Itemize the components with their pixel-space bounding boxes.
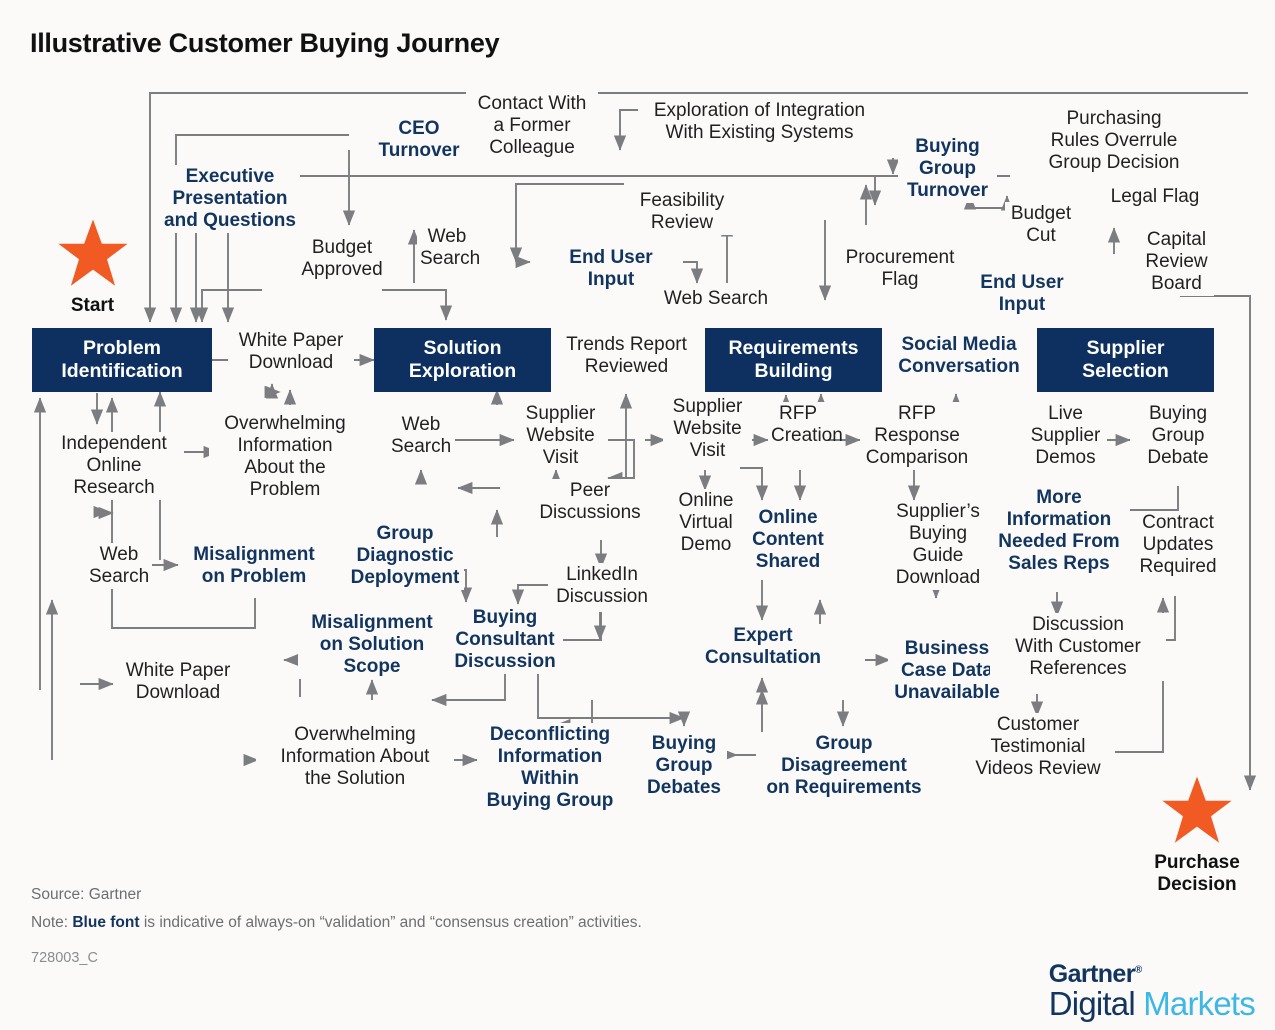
- node-live-supplier-demos: Live Supplier Demos: [1024, 402, 1107, 471]
- node-peer-discussions: Peer Discussions: [529, 479, 651, 526]
- node-supplier-website-visit-2: Supplier Website Visit: [663, 395, 752, 464]
- footer-note-rest: is indicative of always-on “validation” …: [139, 914, 642, 931]
- stage-requirements-building[interactable]: Requirements Building: [705, 328, 882, 392]
- node-suppliers-buying-guide-download: Supplier’s Buying Guide Download: [890, 500, 986, 591]
- logo-gartner: Gartner®: [1048, 960, 1142, 989]
- node-web-search-solution: Web Search: [388, 413, 454, 460]
- node-web-search-top: Web Search: [417, 225, 480, 272]
- node-business-case-data-unavailable: Business Case Data Unavailable: [888, 637, 1006, 706]
- footer-note-prefix: Note:: [31, 914, 73, 931]
- node-white-paper-download-top: White Paper Download: [228, 329, 354, 376]
- node-buying-group-turnover: Buying Group Turnover: [898, 135, 997, 204]
- logo-markets: Markets: [1143, 985, 1256, 1023]
- start-marker: Start: [50, 218, 135, 317]
- footer-code: 728003_C: [31, 950, 98, 966]
- node-customer-testimonial-videos-review: Customer Testimonial Videos Review: [963, 713, 1113, 782]
- logo-digital-markets: Digital Markets: [1048, 985, 1256, 1023]
- node-overwhelming-info-problem: Overwhelming Information About the Probl…: [209, 412, 361, 503]
- node-misalignment-on-solution-scope: Misalignment on Solution Scope: [298, 611, 446, 680]
- node-white-paper-download-bottom: White Paper Download: [113, 659, 243, 706]
- node-deconflicting-information: Deconflicting Information Within Buying …: [477, 723, 623, 814]
- node-ceo-turnover: CEO Turnover: [370, 117, 468, 164]
- node-misalignment-on-problem: Misalignment on Problem: [180, 543, 328, 590]
- stage-label: Solution Exploration: [408, 336, 517, 382]
- node-contact-former-colleague: Contact With a Former Colleague: [466, 92, 598, 161]
- node-rfp-response-comparison: RFP Response Comparison: [860, 402, 974, 471]
- page-title: Illustrative Customer Buying Journey: [30, 28, 500, 58]
- logo-digital: Digital: [1048, 985, 1144, 1023]
- footer-note-bold: Blue font: [72, 914, 140, 931]
- node-rfp-creation: RFP Creation: [768, 402, 843, 449]
- node-independent-online-research: Independent Online Research: [44, 432, 184, 501]
- node-social-media-conversation: Social Media Conversation: [889, 333, 1029, 380]
- stage-label: Problem Identification: [61, 336, 183, 382]
- node-budget-cut: Budget Cut: [1005, 202, 1077, 249]
- node-end-user-input-right: End User Input: [972, 271, 1072, 318]
- node-executive-presentation: Executive Presentation and Questions: [160, 165, 300, 234]
- node-linkedin-discussion: LinkedIn Discussion: [548, 563, 656, 610]
- stage-supplier-selection[interactable]: Supplier Selection: [1037, 328, 1214, 392]
- node-overwhelming-info-solution: Overwhelming Information About the Solut…: [256, 723, 454, 792]
- gartner-digital-markets-logo: Gartner® Digital Markets: [1048, 960, 1256, 1023]
- footer-source: Source: Gartner: [31, 886, 142, 903]
- purchase-decision-label: Purchase Decision: [1154, 852, 1240, 895]
- node-buying-group-debate: Buying Group Debate: [1136, 402, 1220, 471]
- node-contract-updates-required: Contract Updates Required: [1135, 511, 1221, 580]
- node-group-disagreement-on-requirements: Group Disagreement on Requirements: [756, 732, 932, 801]
- stage-solution-exploration[interactable]: Solution Exploration: [374, 328, 551, 392]
- node-online-content-shared: Online Content Shared: [744, 506, 832, 575]
- node-more-information-needed: More Information Needed From Sales Reps: [988, 486, 1130, 577]
- node-purchasing-rules-overrule: Purchasing Rules Overrule Group Decision: [1042, 107, 1186, 176]
- registered-mark-icon: ®: [1134, 965, 1142, 977]
- node-web-search-problem: Web Search: [86, 543, 152, 590]
- star-icon: [1162, 776, 1232, 843]
- start-label: Start: [70, 295, 115, 316]
- node-feasibility-review: Feasibility Review: [629, 189, 735, 236]
- node-legal-flag: Legal Flag: [1101, 185, 1209, 210]
- purchase-decision-marker: Purchase Decision: [1152, 775, 1242, 896]
- node-budget-approved: Budget Approved: [289, 236, 395, 283]
- node-group-diagnostic-deployment: Group Diagnostic Deployment: [346, 522, 464, 591]
- node-end-user-input-left: End User Input: [561, 246, 661, 293]
- node-online-virtual-demo: Online Virtual Demo: [671, 489, 741, 558]
- node-buying-consultant-discussion: Buying Consultant Discussion: [447, 606, 563, 675]
- node-capital-review-board: Capital Review Board: [1139, 228, 1214, 297]
- node-procurement-flag: Procurement Flag: [836, 246, 964, 293]
- stage-label: Requirements Building: [728, 336, 859, 382]
- footer-note: Note: Blue font is indicative of always-…: [31, 914, 642, 932]
- stage-problem-identification[interactable]: Problem Identification: [32, 328, 212, 392]
- node-web-search-mid-top: Web Search: [654, 287, 778, 312]
- node-trends-report-reviewed: Trends Report Reviewed: [557, 333, 696, 380]
- node-expert-consultation: Expert Consultation: [700, 624, 826, 671]
- stage-label: Supplier Selection: [1082, 336, 1169, 382]
- node-discussion-with-customer-references: Discussion With Customer References: [990, 613, 1166, 682]
- node-exploration-of-integration: Exploration of Integration With Existing…: [638, 99, 881, 146]
- node-supplier-website-visit-1: Supplier Website Visit: [516, 402, 605, 471]
- star-icon: [57, 219, 128, 286]
- node-buying-group-debates: Buying Group Debates: [641, 732, 727, 801]
